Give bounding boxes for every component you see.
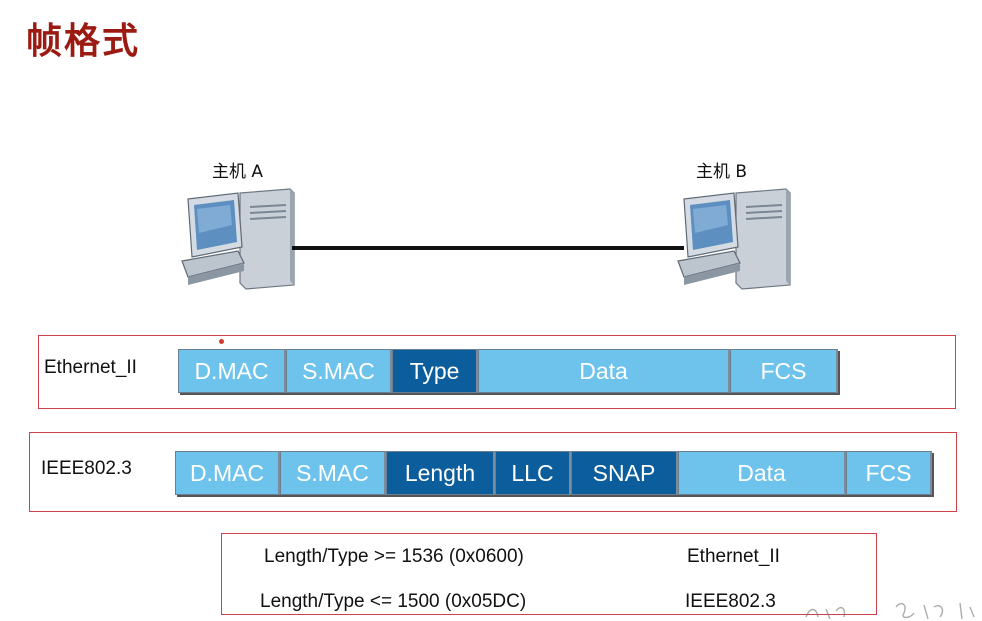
field-smac: S.MAC <box>286 349 392 393</box>
field-data: Data <box>478 349 730 393</box>
rule-result-1: Ethernet_II <box>687 546 780 567</box>
field-fcs: FCS <box>846 451 932 495</box>
ieee8023-label: IEEE802.3 <box>41 458 132 479</box>
ethernet-ii-fields: D.MAC S.MAC Type Data FCS <box>178 349 838 393</box>
field-length: Length <box>386 451 495 495</box>
rule-condition-2: Length/Type <= 1500 (0x05DC) <box>260 591 527 612</box>
field-smac: S.MAC <box>280 451 386 495</box>
field-dmac: D.MAC <box>175 451 280 495</box>
host-b-label: 主机 B <box>696 162 748 182</box>
page-title: 帧格式 <box>26 21 141 62</box>
host-b-computer-icon <box>677 188 791 290</box>
rule-result-2: IEEE802.3 <box>685 591 776 612</box>
rule-condition-1: Length/Type >= 1536 (0x0600) <box>264 546 524 567</box>
field-data: Data <box>678 451 846 495</box>
length-type-rules-box <box>221 533 877 615</box>
ieee8023-fields: D.MAC S.MAC Length LLC SNAP Data FCS <box>175 451 932 495</box>
network-link-line <box>292 246 684 250</box>
marker-dot <box>219 339 224 344</box>
ethernet-ii-label: Ethernet_II <box>44 357 137 378</box>
field-fcs: FCS <box>730 349 838 393</box>
field-type: Type <box>392 349 478 393</box>
host-a-label: 主机 A <box>212 162 264 182</box>
ethernet-ii-frame-box <box>38 335 956 409</box>
field-snap: SNAP <box>571 451 678 495</box>
handwritten-annotation <box>805 602 975 620</box>
host-a-computer-icon <box>181 188 295 290</box>
field-dmac: D.MAC <box>178 349 286 393</box>
field-llc: LLC <box>495 451 571 495</box>
ieee8023-frame-box <box>29 432 957 512</box>
